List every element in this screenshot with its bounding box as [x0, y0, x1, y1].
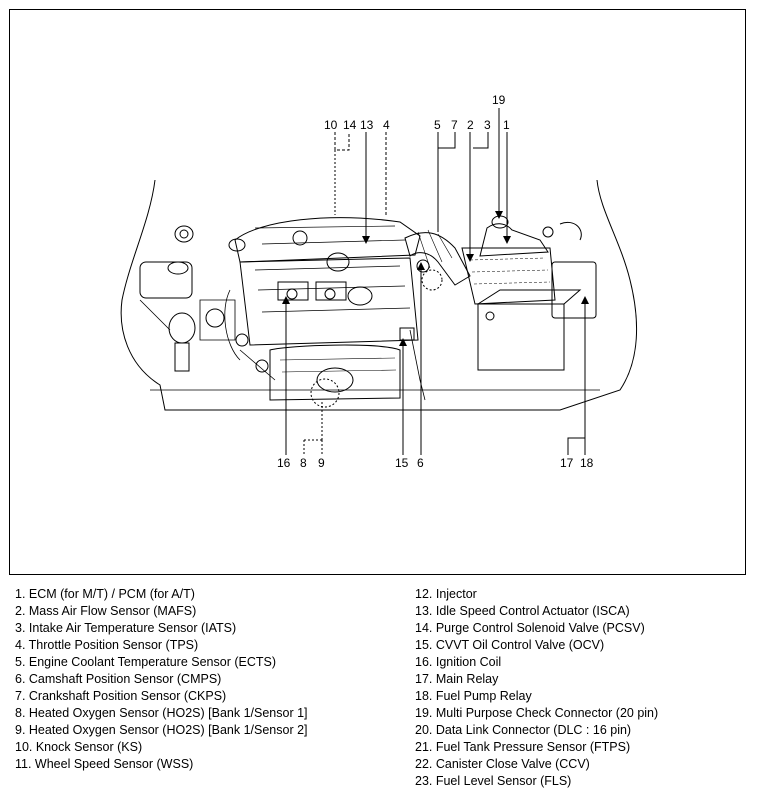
legend-item: 6. Camshaft Position Sensor (CMPS) [15, 672, 222, 686]
legend-item: 20. Data Link Connector (DLC : 16 pin) [415, 723, 632, 737]
callout-10: 10 [324, 118, 338, 132]
callout-9: 9 [318, 456, 325, 470]
legend-right-column: 12. Injector 13. Idle Speed Control Actu… [415, 586, 658, 790]
legend-item: 23. Fuel Level Sensor (FLS) [415, 774, 572, 788]
callout-18: 18 [580, 456, 594, 470]
callout-2: 2 [467, 118, 474, 132]
callout-arrowheads [282, 211, 589, 346]
legend-item: 18. Fuel Pump Relay [415, 689, 532, 703]
legend-item: 8. Heated Oxygen Sensor (HO2S) [Bank 1/S… [15, 706, 308, 720]
callout-labels: 10 14 13 4 5 7 2 3 1 19 16 8 9 15 6 17 1… [277, 93, 594, 470]
legend-left-column: 1. ECM (for M/T) / PCM (for A/T) 2. Mass… [15, 586, 308, 773]
legend-item: 5. Engine Coolant Temperature Sensor (EC… [15, 655, 277, 669]
engine-bay-drawing [120, 179, 637, 411]
engine-bay-diagram: 10 14 13 4 5 7 2 3 1 19 16 8 9 15 6 17 1… [120, 93, 637, 470]
legend-item: 19. Multi Purpose Check Connector (20 pi… [415, 706, 659, 720]
legend-item: 12. Injector [415, 587, 477, 601]
legend-item: 3. Intake Air Temperature Sensor (IATS) [15, 621, 237, 635]
callout-19: 19 [492, 93, 506, 107]
legend-item: 22. Canister Close Valve (CCV) [415, 757, 590, 771]
callout-16: 16 [277, 456, 291, 470]
legend-item: 21. Fuel Tank Pressure Sensor (FTPS) [415, 740, 631, 754]
callout-4: 4 [383, 118, 390, 132]
callout-7: 7 [451, 118, 458, 132]
callout-1: 1 [503, 118, 510, 132]
callout-5: 5 [434, 118, 441, 132]
legend-item: 4. Throttle Position Sensor (TPS) [15, 638, 199, 652]
legend-item: 14. Purge Control Solenoid Valve (PCSV) [415, 621, 645, 635]
callout-14: 14 [343, 118, 357, 132]
legend-item: 13. Idle Speed Control Actuator (ISCA) [415, 604, 630, 618]
callout-6: 6 [417, 456, 424, 470]
legend-item: 1. ECM (for M/T) / PCM (for A/T) [15, 587, 195, 601]
legend-item: 17. Main Relay [415, 672, 499, 686]
callout-lines [285, 108, 586, 455]
callout-15: 15 [395, 456, 409, 470]
callout-17: 17 [560, 456, 574, 470]
legend-item: 16. Ignition Coil [415, 655, 502, 669]
legend-item: 15. CVVT Oil Control Valve (OCV) [415, 638, 605, 652]
legend-item: 7. Crankshaft Position Sensor (CKPS) [15, 689, 227, 703]
callout-13: 13 [360, 118, 374, 132]
callout-3: 3 [484, 118, 491, 132]
figure-frame [9, 9, 746, 575]
legend-item: 11. Wheel Speed Sensor (WSS) [15, 757, 194, 771]
legend-item: 2. Mass Air Flow Sensor (MAFS) [15, 604, 197, 618]
callout-8: 8 [300, 456, 307, 470]
legend-item: 9. Heated Oxygen Sensor (HO2S) [Bank 1/S… [15, 723, 308, 737]
legend-item: 10. Knock Sensor (KS) [15, 740, 143, 754]
